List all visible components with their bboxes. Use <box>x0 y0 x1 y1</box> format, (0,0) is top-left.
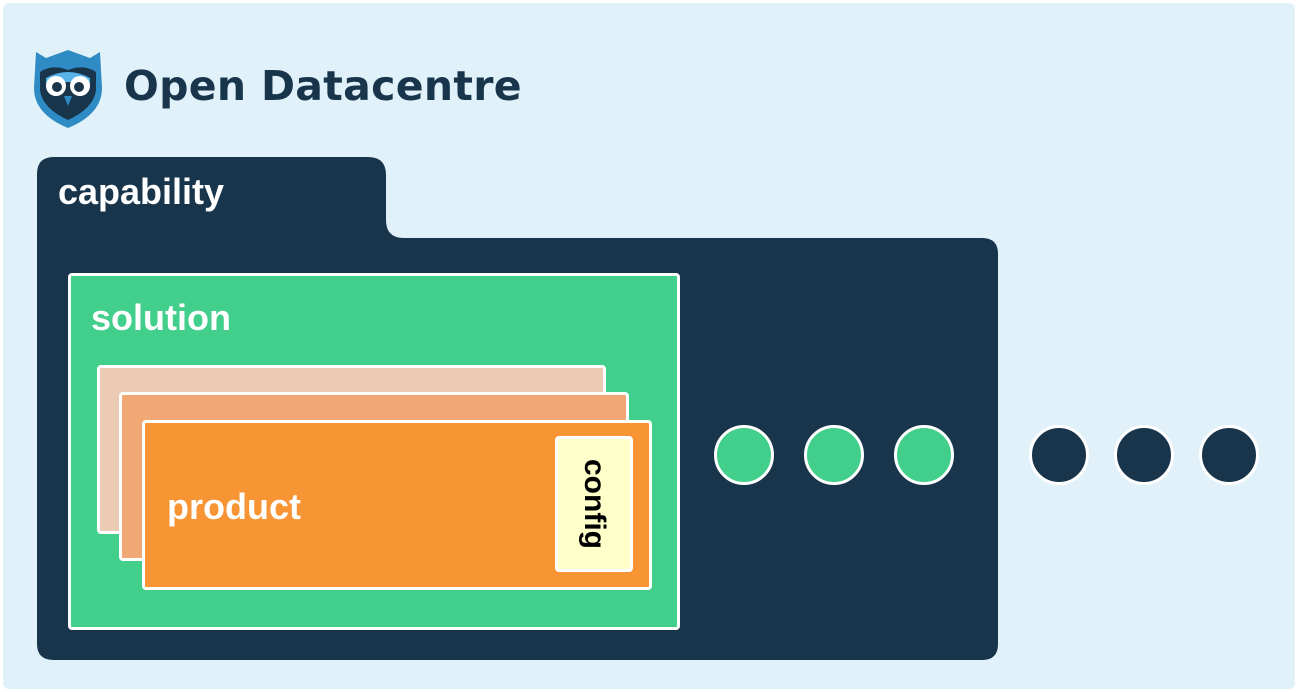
capability-ellipsis-dot <box>1199 425 1259 485</box>
solution-label: solution <box>91 297 231 338</box>
solution-ellipsis-dot <box>894 425 954 485</box>
capability-ellipsis-dot <box>1114 425 1174 485</box>
solution-ellipsis-dot <box>804 425 864 485</box>
capability-label: capability <box>58 171 225 212</box>
product-label: product <box>167 486 301 527</box>
brand-name: Open Datacentre <box>124 62 522 110</box>
solution-ellipsis-dot <box>714 425 774 485</box>
capability-ellipsis-dot <box>1029 425 1089 485</box>
config-label: config <box>578 459 611 549</box>
owl-shield-icon <box>34 50 102 128</box>
config-box: config <box>555 436 633 572</box>
